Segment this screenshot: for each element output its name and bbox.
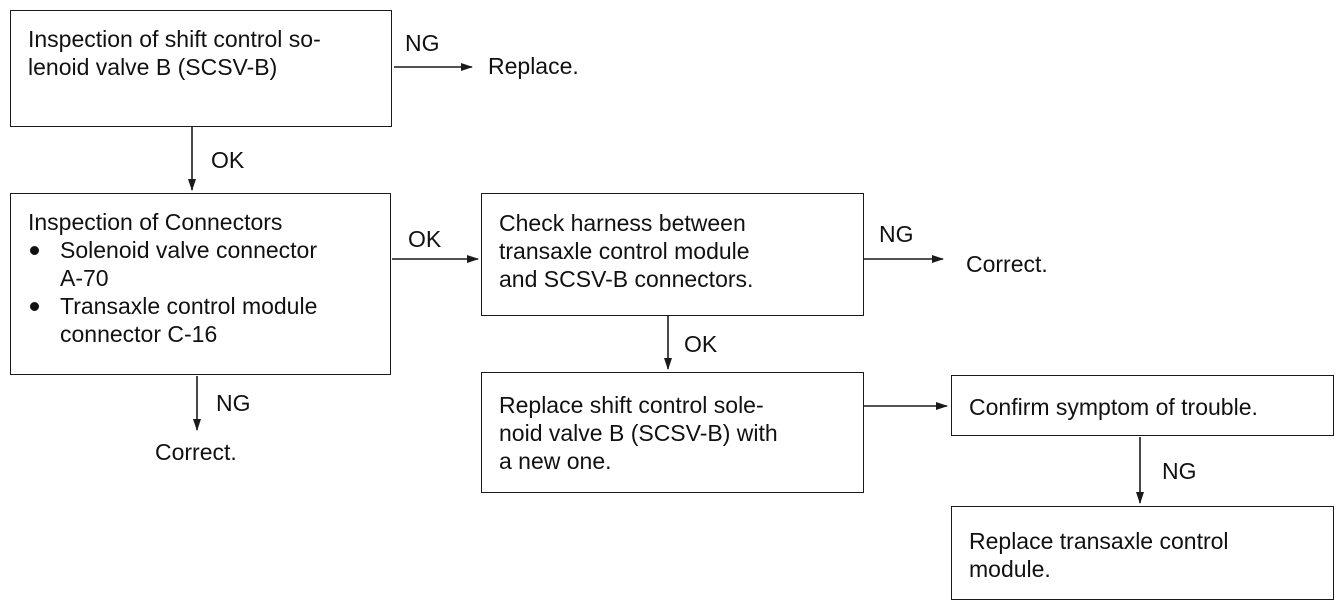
- connector-list-item: Solenoid valve connector A-70: [28, 236, 390, 292]
- label-ng-confirm: NG: [1162, 458, 1197, 484]
- label-ok-connectors: OK: [408, 226, 442, 252]
- box-inspect-scsv-text: Inspection of shift control so- lenoid v…: [28, 26, 321, 80]
- label-ng-harness: NG: [879, 221, 914, 247]
- result-replace: Replace.: [488, 53, 579, 79]
- box-replace-tcm-text: Replace transaxle control module.: [969, 528, 1229, 582]
- box-replace-scsv: Replace shift control sole- noid valve B…: [481, 372, 864, 493]
- box-replace-tcm: Replace transaxle control module.: [951, 506, 1334, 600]
- label-ng-scsv: NG: [405, 30, 440, 56]
- box-confirm-symptom-text: Confirm symptom of trouble.: [969, 394, 1258, 420]
- connector-list: Solenoid valve connector A-70 Transaxle …: [28, 236, 390, 348]
- label-ok-harness: OK: [684, 331, 718, 357]
- label-ng-connectors: NG: [216, 390, 251, 416]
- box-check-harness-text: Check harness between transaxle control …: [499, 210, 754, 292]
- box-inspect-connectors-title: Inspection of Connectors: [28, 209, 283, 235]
- box-inspect-scsv: Inspection of shift control so- lenoid v…: [10, 10, 392, 127]
- label-ok-scsv: OK: [211, 147, 245, 173]
- result-correct-harness: Correct.: [966, 251, 1048, 277]
- result-correct-connectors: Correct.: [155, 439, 237, 465]
- box-check-harness: Check harness between transaxle control …: [481, 193, 864, 316]
- box-confirm-symptom: Confirm symptom of trouble.: [951, 375, 1334, 436]
- box-inspect-connectors: Inspection of Connectors Solenoid valve …: [10, 193, 391, 375]
- connector-list-item: Transaxle control module connector C-16: [28, 292, 390, 348]
- box-replace-scsv-text: Replace shift control sole- noid valve B…: [499, 392, 778, 474]
